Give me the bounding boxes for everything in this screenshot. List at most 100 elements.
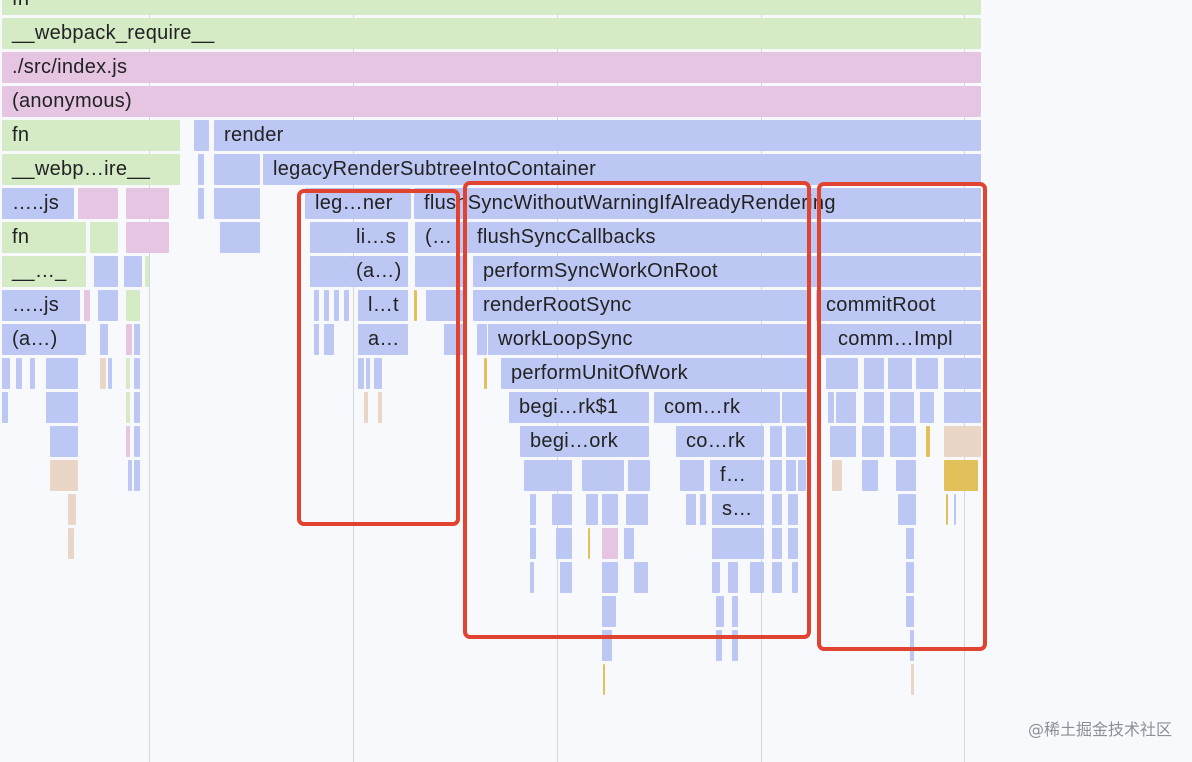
flame-frame[interactable] [98, 290, 118, 321]
flame-frame[interactable] [126, 222, 169, 253]
flame-frame[interactable] [772, 528, 782, 559]
flame-frame[interactable] [864, 392, 884, 423]
flame-frame[interactable] [524, 460, 572, 491]
flame-frame[interactable]: …..js [2, 188, 74, 219]
flame-frame[interactable] [374, 358, 382, 389]
flame-frame[interactable] [926, 426, 930, 457]
flame-frame[interactable] [588, 528, 590, 559]
flame-frame[interactable] [552, 494, 572, 525]
flame-frame[interactable] [786, 426, 806, 457]
flame-frame[interactable] [732, 630, 738, 661]
flame-frame[interactable]: performUnitOfWork [501, 358, 807, 389]
flame-frame[interactable] [906, 528, 914, 559]
flame-frame[interactable] [944, 426, 981, 457]
flame-frame[interactable] [530, 494, 536, 525]
flame-frame[interactable]: (a…) [346, 256, 408, 287]
flame-frame[interactable] [50, 460, 78, 491]
flame-frame[interactable]: a… [358, 324, 408, 355]
flame-frame[interactable] [310, 256, 346, 287]
flame-frame[interactable] [944, 392, 981, 423]
flame-frame[interactable] [214, 154, 260, 185]
flame-frame[interactable] [890, 392, 914, 423]
flame-frame[interactable] [916, 358, 938, 389]
flame-frame[interactable]: performSyncWorkOnRoot [473, 256, 981, 287]
flame-frame[interactable] [862, 426, 884, 457]
flame-frame[interactable] [134, 460, 140, 491]
flame-frame[interactable] [134, 426, 140, 457]
flame-frame[interactable] [128, 460, 132, 491]
flame-frame[interactable] [314, 324, 319, 355]
flame-frame[interactable] [134, 392, 140, 423]
flame-frame[interactable] [700, 494, 706, 525]
flame-frame[interactable]: f… [710, 460, 764, 491]
flame-frame[interactable] [634, 562, 648, 593]
flame-frame[interactable] [920, 392, 934, 423]
flame-frame[interactable] [2, 392, 8, 423]
flame-frame[interactable] [750, 562, 764, 593]
flame-frame[interactable] [728, 562, 738, 593]
flame-frame[interactable] [126, 358, 130, 389]
flame-frame[interactable] [820, 324, 828, 355]
flame-frame[interactable] [836, 392, 856, 423]
flame-frame[interactable] [484, 358, 487, 389]
flame-frame[interactable] [334, 290, 339, 321]
flame-frame[interactable]: flushSyncCallbacks [467, 222, 981, 253]
flame-frame[interactable] [126, 188, 169, 219]
flame-frame[interactable]: __webpack_require__ [2, 18, 981, 49]
flame-frame[interactable] [602, 630, 612, 661]
flame-frame[interactable] [786, 460, 796, 491]
flame-frame[interactable]: leg…ner [305, 188, 411, 219]
flame-frame[interactable] [602, 596, 616, 627]
flame-frame[interactable] [134, 324, 140, 355]
flame-frame[interactable] [628, 460, 650, 491]
flame-frame[interactable] [946, 494, 948, 525]
flame-frame[interactable]: s… [712, 494, 764, 525]
flame-frame[interactable] [314, 290, 319, 321]
flame-frame[interactable]: __…_ [2, 256, 86, 287]
flame-frame[interactable] [680, 460, 704, 491]
flame-frame[interactable] [126, 426, 130, 457]
flame-frame[interactable] [214, 188, 260, 219]
flame-frame[interactable]: workLoopSync [488, 324, 807, 355]
flame-frame[interactable] [830, 426, 856, 457]
flame-frame[interactable] [712, 562, 720, 593]
flame-frame[interactable] [954, 494, 956, 525]
flame-frame[interactable] [890, 426, 916, 457]
flame-frame[interactable] [772, 494, 782, 525]
flame-frame[interactable] [530, 528, 536, 559]
flame-frame[interactable] [2, 358, 10, 389]
flame-frame[interactable] [602, 562, 618, 593]
flame-frame[interactable] [560, 562, 572, 593]
flame-frame[interactable] [910, 630, 914, 661]
flame-frame[interactable]: (a…) [2, 324, 86, 355]
flame-frame[interactable] [732, 596, 738, 627]
flame-frame[interactable] [126, 324, 132, 355]
flame-frame[interactable]: fn [2, 120, 180, 151]
flame-frame[interactable] [78, 188, 118, 219]
flame-frame[interactable] [832, 460, 842, 491]
flame-frame[interactable] [788, 528, 798, 559]
flame-frame[interactable]: ./src/index.js [2, 52, 981, 83]
flame-frame[interactable] [888, 358, 912, 389]
flame-frame[interactable] [108, 358, 112, 389]
flame-frame[interactable] [716, 630, 722, 661]
flame-frame[interactable] [770, 426, 782, 457]
flame-frame[interactable]: (anonymous) [2, 86, 981, 117]
flame-frame[interactable] [770, 460, 782, 491]
flame-frame[interactable]: fn [2, 222, 86, 253]
flame-frame[interactable] [792, 562, 798, 593]
flame-frame[interactable]: __webp…ire__ [2, 154, 180, 185]
flame-frame[interactable] [716, 596, 724, 627]
flame-frame[interactable]: begi…ork [520, 426, 649, 457]
flame-frame[interactable]: l…t [358, 290, 408, 321]
flame-frame[interactable] [145, 256, 149, 287]
flame-frame[interactable]: …..js [2, 290, 80, 321]
flame-frame[interactable] [530, 562, 534, 593]
flame-frame[interactable] [94, 256, 118, 287]
flame-frame[interactable] [30, 358, 35, 389]
flame-frame[interactable]: begi…rk$1 [509, 392, 649, 423]
flame-frame[interactable] [124, 256, 142, 287]
flame-frame[interactable] [798, 460, 806, 491]
flame-frame[interactable] [84, 290, 90, 321]
flame-frame[interactable] [358, 358, 364, 389]
